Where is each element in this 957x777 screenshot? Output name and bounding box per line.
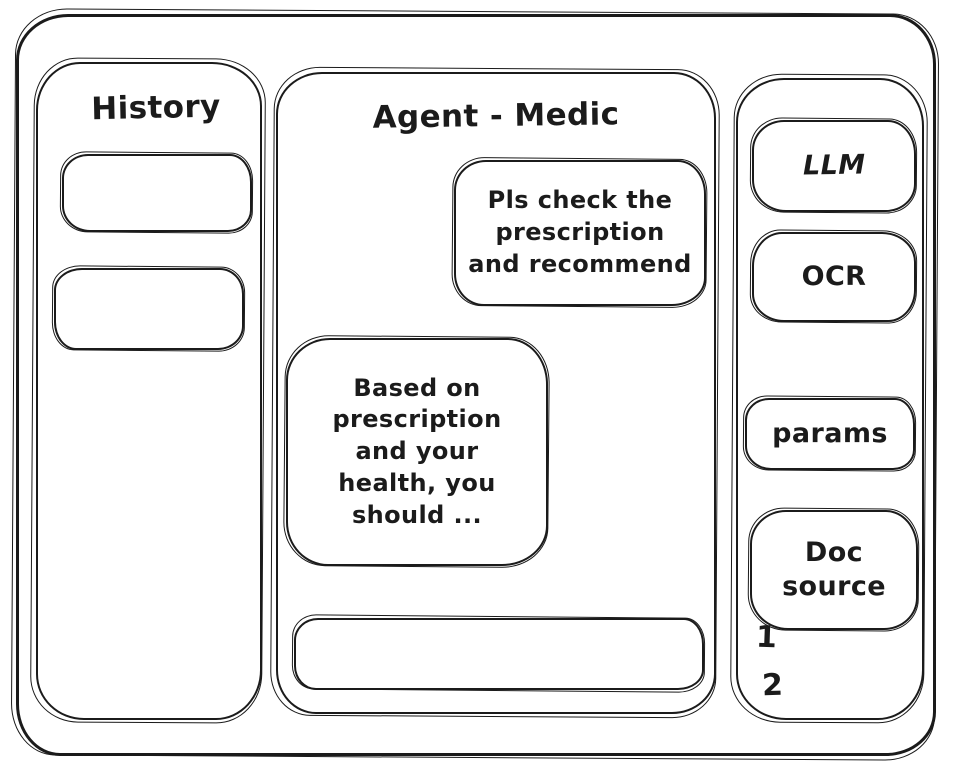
history-title: History xyxy=(90,88,222,128)
doc-source-button-label: Doc source xyxy=(782,537,886,602)
params-button-label: params xyxy=(772,418,888,450)
chat-title: Agent - Medic xyxy=(372,96,620,136)
doc-source-button[interactable]: Doc source xyxy=(750,510,918,630)
params-button[interactable]: params xyxy=(745,398,915,470)
doc-source-item-2[interactable]: 2 xyxy=(761,667,784,704)
user-message-bubble: Pls check the prescription and recommend xyxy=(454,160,706,306)
llm-button[interactable]: LLM xyxy=(752,120,916,212)
ocr-button-label: OCR xyxy=(801,261,867,293)
history-item[interactable] xyxy=(54,268,244,350)
user-message-text: Pls check the prescription and recommend xyxy=(468,186,692,278)
llm-button-label: LLM xyxy=(802,149,866,182)
agent-message-text: Based on prescription and your health, y… xyxy=(332,373,502,529)
doc-source-item-1[interactable]: 1 xyxy=(755,619,778,656)
ocr-button[interactable]: OCR xyxy=(752,232,916,322)
history-sidebar: History xyxy=(36,62,262,720)
history-item[interactable] xyxy=(62,154,252,232)
message-input[interactable] xyxy=(294,618,704,690)
agent-message-bubble: Based on prescription and your health, y… xyxy=(286,338,548,566)
chat-panel: Agent - Medic Pls check the prescription… xyxy=(276,72,716,714)
tools-sidebar: LLM OCR params Doc source 1 2 xyxy=(736,78,924,720)
